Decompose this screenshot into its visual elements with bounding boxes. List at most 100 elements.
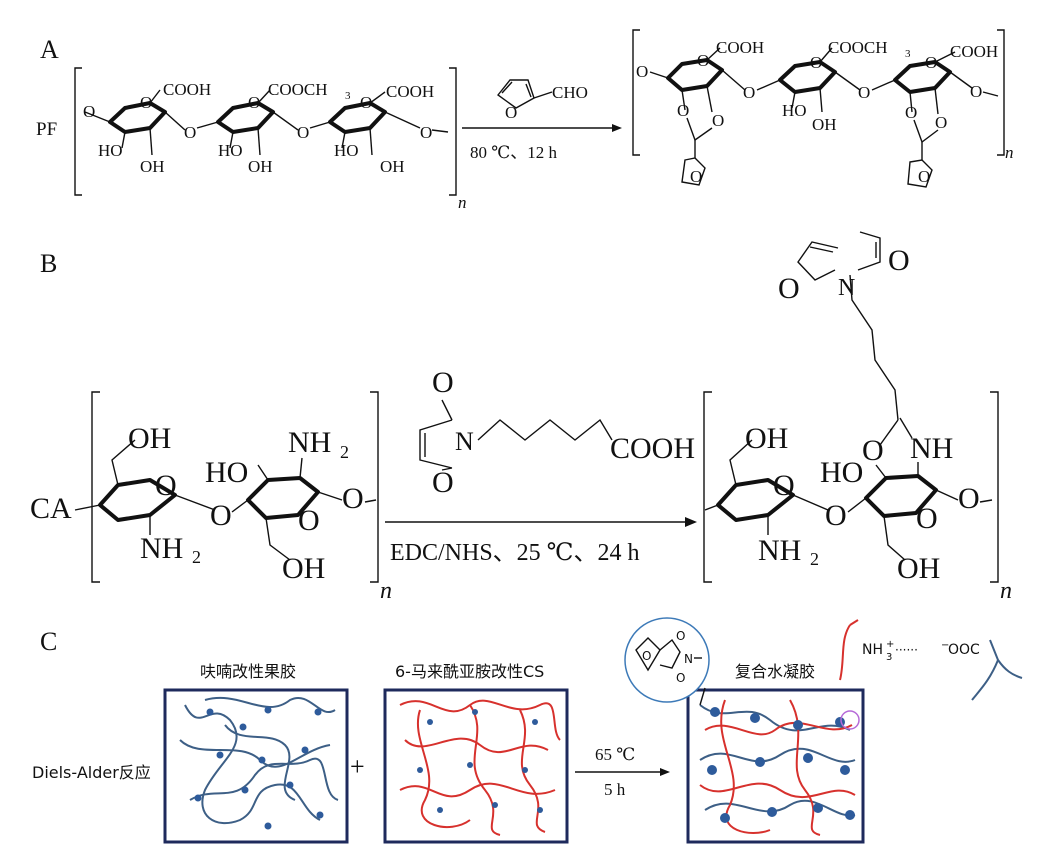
svg-text:O: O xyxy=(210,499,232,532)
box2-title: 6-马来酰亚胺改性CS xyxy=(395,662,544,681)
svg-text:HO: HO xyxy=(820,456,863,489)
svg-text:O: O xyxy=(825,499,847,532)
svg-text:O: O xyxy=(677,101,689,120)
product-a-backbone: O O COOH O O O O O COOCH 3 HO OH O O COO… xyxy=(636,38,999,188)
svg-text:O: O xyxy=(970,82,982,101)
pf-prefix: PF xyxy=(36,119,57,140)
svg-text:NH: NH xyxy=(758,534,801,567)
svg-text:NH: NH xyxy=(288,426,331,459)
panel-c-label: C xyxy=(40,627,57,656)
svg-text:+: + xyxy=(886,639,894,650)
bracket-b-prod-left xyxy=(703,391,712,583)
svg-text:COOCH: COOCH xyxy=(268,80,328,99)
pectin-ring-3: O COOH HO OH O xyxy=(309,82,449,176)
svg-text:N: N xyxy=(455,427,474,456)
svg-text:O: O xyxy=(642,649,651,663)
condition-c-time: 5 h xyxy=(604,780,626,799)
svg-text:2: 2 xyxy=(192,547,201,567)
svg-text:O: O xyxy=(773,469,795,502)
condition-a: 80 ℃、12 h xyxy=(470,143,558,162)
condition-c-temp: 65 ℃ xyxy=(595,745,635,764)
plus-sign: + xyxy=(350,752,365,781)
panel-b: B CA n O OH NH 2 O O HO NH 2 OH xyxy=(30,231,1012,604)
svg-text:HO: HO xyxy=(334,141,359,160)
box1-title: 呋喃改性果胶 xyxy=(200,662,296,681)
panel-b-label: B xyxy=(40,249,57,278)
svg-text:OH: OH xyxy=(812,115,837,134)
svg-text:O: O xyxy=(743,83,755,102)
svg-text:OH: OH xyxy=(248,157,273,176)
svg-text:OH: OH xyxy=(380,157,405,176)
svg-text:O: O xyxy=(778,272,800,305)
svg-text:O: O xyxy=(432,466,454,499)
svg-text:NH: NH xyxy=(862,642,883,658)
bracket-a-left xyxy=(74,67,82,196)
svg-text:n: n xyxy=(380,578,392,604)
svg-text:3: 3 xyxy=(345,90,351,102)
svg-text:O: O xyxy=(140,93,152,112)
svg-text:O: O xyxy=(505,103,517,122)
svg-text:O: O xyxy=(810,53,822,72)
svg-text:O: O xyxy=(858,83,870,102)
svg-text:O: O xyxy=(918,167,930,186)
svg-text:O: O xyxy=(712,111,724,130)
svg-text:OH: OH xyxy=(282,552,325,585)
svg-text:O: O xyxy=(342,482,364,515)
maleimide-reagent: O O O N COOH xyxy=(419,366,695,499)
svg-text:OH: OH xyxy=(140,157,165,176)
svg-text:OH: OH xyxy=(897,552,940,585)
svg-text:COOCH: COOCH xyxy=(828,38,888,57)
bracket-a-right xyxy=(449,67,457,196)
svg-text:HO: HO xyxy=(218,141,243,160)
svg-text:2: 2 xyxy=(810,549,819,569)
svg-text:COOH: COOH xyxy=(163,80,211,99)
blue-network xyxy=(179,696,339,830)
svg-text:O: O xyxy=(958,482,980,515)
svg-text:O: O xyxy=(420,123,432,142)
svg-text:O: O xyxy=(916,502,938,535)
svg-text:HO: HO xyxy=(98,141,123,160)
furan-pectin-network-box xyxy=(163,688,349,844)
bracket-a-prod-right xyxy=(997,29,1005,156)
svg-text:N: N xyxy=(684,652,693,666)
svg-text:O: O xyxy=(905,103,917,122)
bracket-b-right xyxy=(370,391,379,583)
n-a-left: n xyxy=(458,193,467,212)
panel-a: A PF n O O COOH HO OH O O COOCH 3 HO OH xyxy=(36,29,1014,212)
svg-text:O: O xyxy=(360,93,372,112)
ca-prefix: CA xyxy=(30,492,72,525)
svg-text:O: O xyxy=(184,123,196,142)
svg-text:O: O xyxy=(888,244,910,277)
cycloadduct-inset: O O O N xyxy=(624,617,710,706)
pectin-ring-2: O COOCH 3 HO OH O xyxy=(196,80,351,176)
svg-text:O: O xyxy=(697,51,709,70)
bracket-a-prod-left xyxy=(632,29,640,156)
svg-text:O: O xyxy=(155,469,177,502)
svg-text:−: − xyxy=(941,640,949,651)
composite-network xyxy=(699,699,860,836)
diels-alder-label: Diels-Alder反应 xyxy=(32,763,151,782)
svg-text:n: n xyxy=(1005,143,1014,162)
svg-text:3: 3 xyxy=(905,48,911,60)
svg-text:O: O xyxy=(676,671,685,685)
svg-text:O: O xyxy=(862,434,884,467)
svg-text:2: 2 xyxy=(340,442,349,462)
svg-text:CHO: CHO xyxy=(552,83,588,102)
bracket-b-prod-right xyxy=(990,391,999,583)
svg-text:OH: OH xyxy=(128,422,171,455)
svg-text:HO: HO xyxy=(205,456,248,489)
svg-text:O: O xyxy=(298,504,320,537)
box3-title: 复合水凝胶 xyxy=(735,662,815,681)
bracket-b-left xyxy=(91,391,100,583)
svg-text:COOH: COOH xyxy=(610,432,695,465)
svg-text:NH: NH xyxy=(140,532,183,565)
svg-text:N: N xyxy=(838,275,855,301)
pectin-ring-1: O O COOH HO OH O xyxy=(83,80,211,176)
svg-text:3: 3 xyxy=(886,652,892,663)
svg-text:HO: HO xyxy=(782,101,807,120)
chitosan-reactant: O OH NH 2 O O HO NH 2 OH O xyxy=(74,422,377,585)
svg-text:O: O xyxy=(297,123,309,142)
svg-text:OH: OH xyxy=(745,422,788,455)
red-network xyxy=(399,699,561,836)
